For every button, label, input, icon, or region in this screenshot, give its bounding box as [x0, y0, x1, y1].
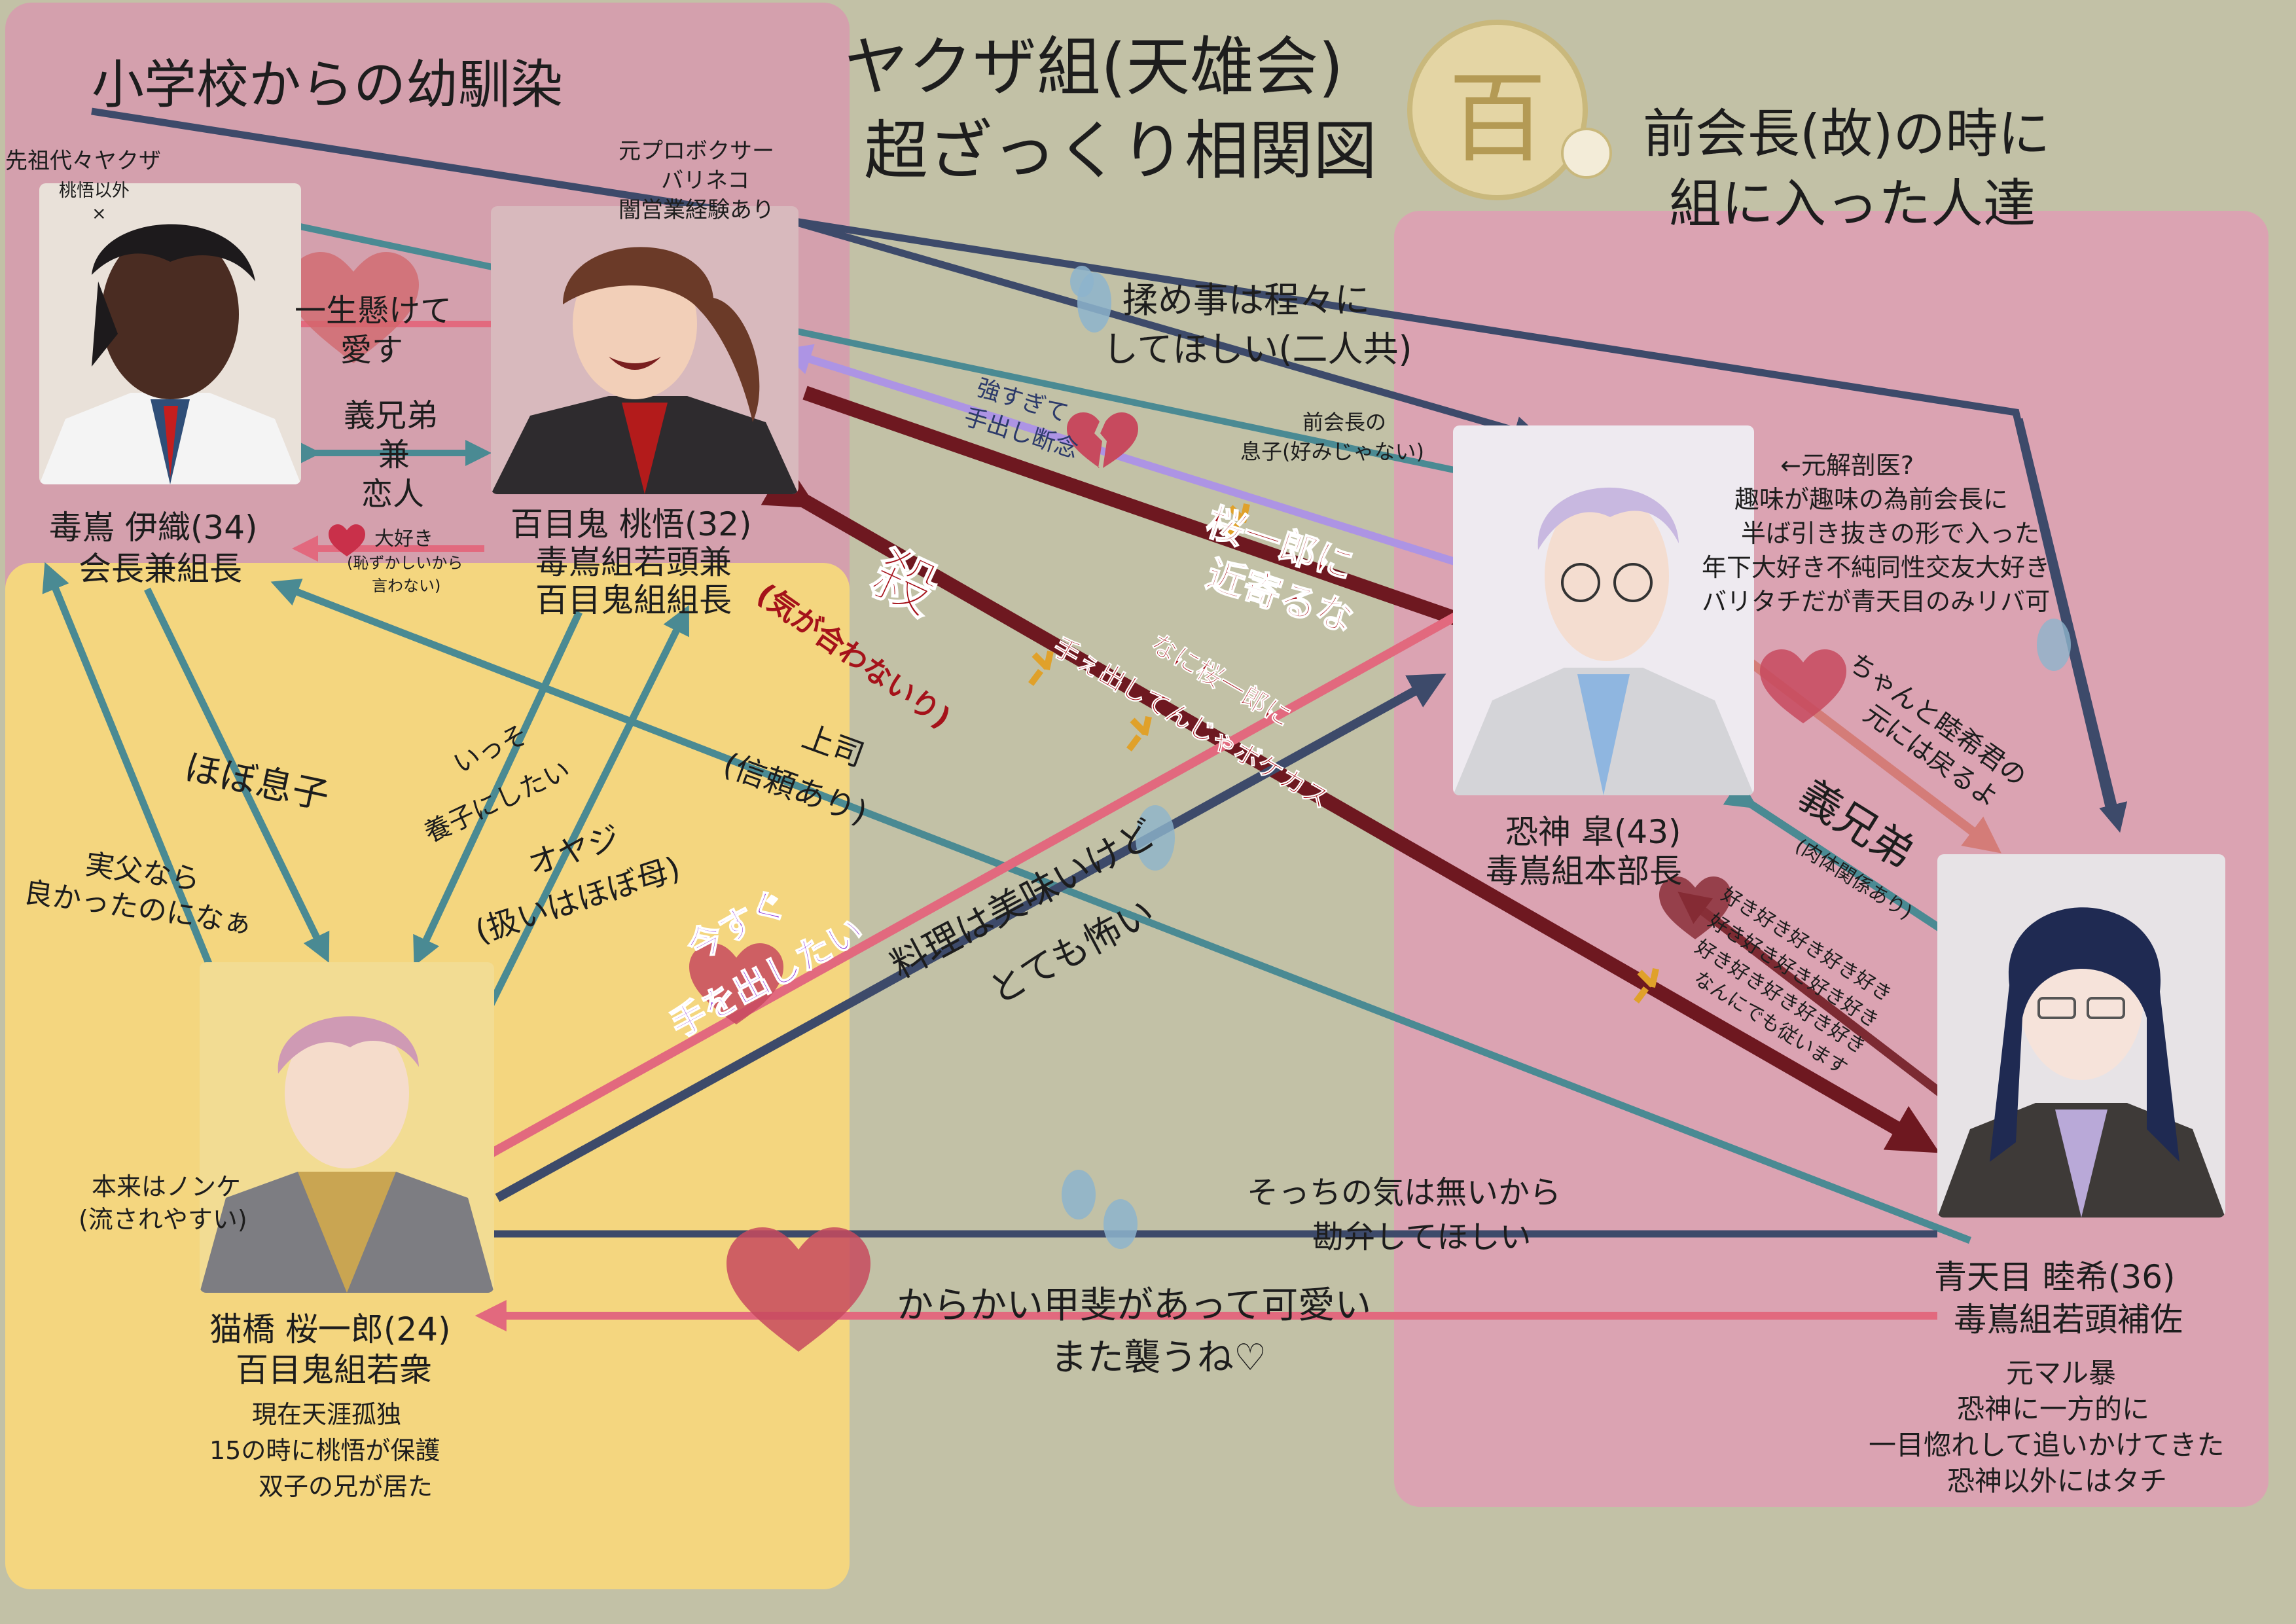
- mutsuki-note-3: 一目惚れして追いかけてきた: [1869, 1429, 2225, 1461]
- rel-sakura-mutsuki-refuse-2: 勘弁してほしい: [1312, 1219, 1532, 1255]
- rel-mutsuki-sakura-tease-2: また襲うね♡: [1050, 1337, 1267, 1379]
- heart-icon: [689, 943, 783, 1024]
- rel-iori-togo-love-1: 一生懸けて: [295, 293, 452, 329]
- mutsuki-note-2: 恐神に一方的に: [1957, 1393, 2150, 1425]
- sakura-note-4: 本来はノンケ: [92, 1172, 242, 1201]
- former-era-group-label-1: 前会長(故)の時に: [1643, 103, 2051, 164]
- sakura-flower-icon: [1561, 128, 1612, 179]
- arrow-kou-sakura: [445, 588, 1501, 1179]
- togo-name: 百目鬼 桃悟(32): [511, 505, 752, 543]
- sakura-note-3: 双子の兄が居た: [259, 1472, 433, 1501]
- rel-togo-iori-2: (恥ずかしいから: [347, 554, 463, 572]
- kou-note-5: バリタチだが青天目のみリバ可: [1702, 587, 2051, 616]
- arrow-togo-mutsuki-kill: [761, 461, 1940, 1153]
- heart-icon: [1760, 649, 1846, 723]
- iori-note-1: 先祖代々ヤクザ: [5, 148, 161, 174]
- portrait-sakura: [200, 962, 494, 1293]
- arrow-kou-iori: [271, 213, 1477, 478]
- rel-togo-iori-1: 大好き: [374, 528, 433, 550]
- kou-name: 恐神 皐(43): [1505, 813, 1681, 851]
- kou-note-4: 年下大好き不純同性交友大好き: [1702, 553, 2051, 582]
- broken-heart-icon: [1067, 412, 1138, 468]
- sakura-note-2: 15の時に桃悟が保護: [209, 1436, 440, 1465]
- rel-iori-togo-sib-1: 義兄弟: [344, 397, 439, 434]
- sakura-role: 百目鬼組若衆: [236, 1351, 432, 1389]
- water-drop-icon: [1070, 266, 1094, 297]
- mutsuki-role: 毒嶌組若頭補佐: [1954, 1301, 2183, 1339]
- portrait-kou: [1453, 425, 1754, 795]
- togo-role-1: 毒嶌組若頭兼: [535, 543, 732, 581]
- rel-mutsuki-both-2: してほしい(二人共): [1103, 329, 1412, 370]
- togo-note-1: 元プロボクサー: [619, 138, 774, 164]
- mutsuki-note-1: 元マル暴: [2006, 1357, 2117, 1389]
- water-drop-icon: [1062, 1170, 1096, 1219]
- sakura-note-5: (流されやすい): [79, 1205, 247, 1234]
- heart-icon: [1659, 876, 1731, 939]
- iori-name: 毒嶌 伊織(34): [49, 509, 258, 547]
- rel-iori-togo-sib-2: 兼: [378, 437, 410, 473]
- former-era-group-label-2: 組に入った人達: [1669, 173, 2036, 234]
- heart-icon: [329, 524, 365, 556]
- water-drop-icon: [1103, 1199, 1138, 1249]
- rel-mutsuki-sakura-tease-1: からかい甲斐があって可愛い: [897, 1284, 1372, 1327]
- family-crest: 百: [1407, 20, 1588, 200]
- togo-role-2: 百目鬼組組長: [535, 581, 732, 619]
- arrow-mutsuki-to-mutsuki-head: [2015, 418, 2128, 833]
- mutsuki-note-4: 恐神以外にはタチ: [1947, 1465, 2168, 1497]
- rel-kou-iori-1: 前会長の: [1302, 410, 1387, 435]
- portrait-mutsuki: [1937, 854, 2225, 1218]
- water-drop-icon: [1136, 805, 1175, 871]
- arrow-mutsuki-both-head: [784, 215, 1543, 444]
- iori-role: 会長兼組長: [79, 550, 242, 588]
- rel-togo-iori-3: 言わない): [372, 577, 441, 595]
- chart-title-line1: ヤクザ組(天雄会): [844, 30, 1344, 105]
- iori-note-3: ×: [92, 204, 107, 224]
- togo-note-3: 闇営業経験あり: [619, 197, 774, 223]
- arrow-sakura-kou: [495, 674, 1446, 1202]
- kou-note-1: ←元解剖医?: [1780, 451, 1914, 480]
- arrow-togo-sakura: [413, 610, 583, 966]
- arrow-mutsuki-kou: [1677, 892, 1957, 1107]
- sakura-name: 猫橋 桜一郎(24): [209, 1310, 451, 1348]
- anger-mark-icon: [1028, 503, 1659, 1003]
- kou-role: 毒嶌組本部長: [1486, 852, 1682, 890]
- sakura-note-1: 現在天涯孤独: [252, 1400, 402, 1429]
- crest-character: 百: [1448, 62, 1547, 176]
- chart-title-line2: 超ざっくり相関図: [864, 114, 1378, 189]
- rel-iori-togo-love-2: 愛す: [340, 332, 404, 369]
- childhood-group-label: 小学校からの幼馴染: [92, 54, 563, 115]
- rel-iori-togo-sib-3: 恋人: [361, 476, 425, 513]
- heart-icon: [726, 1227, 870, 1352]
- togo-note-2: バリネコ: [661, 168, 750, 194]
- mutsuki-name: 青天目 睦希(36): [1934, 1258, 2176, 1296]
- iori-note-2: 桃悟以外: [59, 181, 130, 201]
- water-drop-icon: [2037, 619, 2071, 671]
- heart-icon: [288, 252, 419, 363]
- arrow-sakura-iori: [42, 562, 236, 1023]
- arrow-iori-sakura: [144, 587, 330, 963]
- kou-note-2: 趣味が趣味の為前会長に: [1734, 485, 2009, 514]
- rel-mutsuki-both-1: 揉め事は程々に: [1122, 280, 1370, 321]
- rel-kou-iori-2: 息子(好みじゃない): [1240, 439, 1424, 464]
- arrow-kou-mutsuki-sibling: [1723, 778, 1978, 953]
- kou-note-3: 半ば引き抜きの形で入った: [1741, 519, 2040, 548]
- arrow-sakura-togo: [475, 605, 689, 1033]
- rel-sakura-mutsuki-refuse-1: そっちの気は無いから: [1247, 1174, 1562, 1211]
- portrait-iori: [39, 183, 301, 484]
- portrait-togo: [491, 206, 798, 494]
